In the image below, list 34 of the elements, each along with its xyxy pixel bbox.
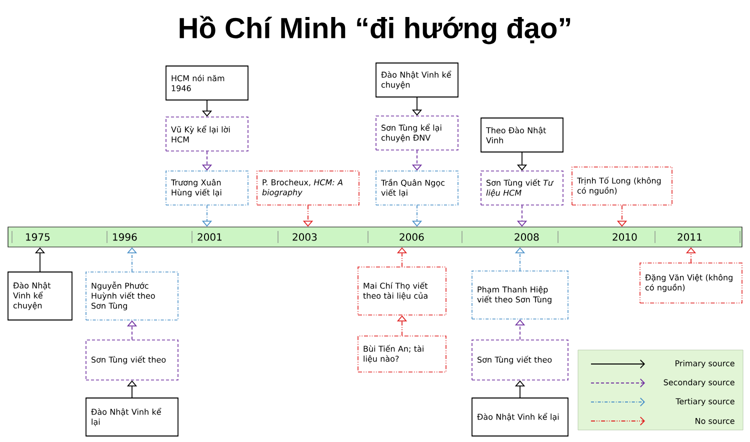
source-box: Đặng Văn Việt (không có nguồn)	[640, 262, 742, 304]
source-box: Vũ Kỳ kể lại lời HCM	[166, 116, 248, 152]
timeline-bar	[8, 226, 742, 248]
year-label: 2003	[292, 233, 317, 241]
source-box: Nguyễn Phước Huỳnh viết theo Sơn Tùng	[86, 272, 178, 320]
source-box: Sơn Tùng viết Tư liệu HCM	[480, 170, 564, 206]
source-box: Mai Chí Thọ viết theo tài liệu của	[358, 266, 446, 316]
year-label: 2011	[678, 233, 702, 241]
source-box: Đào Nhật Vinh kể lại	[86, 398, 178, 436]
source-box: Trần Quân Ngọc viết lại	[376, 170, 458, 206]
legend-label: Secondary source	[664, 379, 734, 387]
legend-label: Tertiary source	[676, 398, 734, 406]
source-box: HCM nói năm 1946	[166, 66, 248, 100]
legend-label: No source	[696, 418, 734, 424]
source-box: Phạm Thanh Hiệp viết theo Sơn Tùng	[472, 270, 568, 320]
year-label: 2006	[400, 233, 424, 241]
title: Hồ Chí Minh “đi hướng đạo”	[180, 16, 570, 44]
source-box: Sơn Tùng kể lại chuyện ĐNV	[376, 116, 458, 150]
year-label: 2001	[198, 233, 222, 241]
source-box: Sơn Tùng viết theo	[472, 340, 568, 380]
year-label: 2008	[514, 233, 539, 241]
source-box: Theo Đào Nhật Vinh	[480, 118, 564, 152]
source-box: Trịnh Tố Long (không có nguồn)	[572, 166, 672, 206]
source-box: Đào Nhật Vinh kể chuyện	[8, 272, 72, 320]
source-box: Bùi Tiến An; tài liệu nào?	[358, 336, 446, 372]
source-box: Trương Xuân Hùng viết lại	[166, 170, 248, 206]
source-box: Đào Nhật Vinh kể chuyện	[376, 62, 458, 98]
year-label: 1996	[113, 233, 137, 241]
year-label: 2010	[612, 233, 637, 241]
year-label: 1975	[26, 233, 50, 241]
source-box: Đào Nhật Vinh kể lại	[472, 398, 568, 436]
source-box: P. Brocheux, HCM: A biography	[256, 170, 360, 206]
legend-label: Primary source	[676, 360, 734, 368]
source-box: Sơn Tùng viết theo	[86, 340, 178, 380]
